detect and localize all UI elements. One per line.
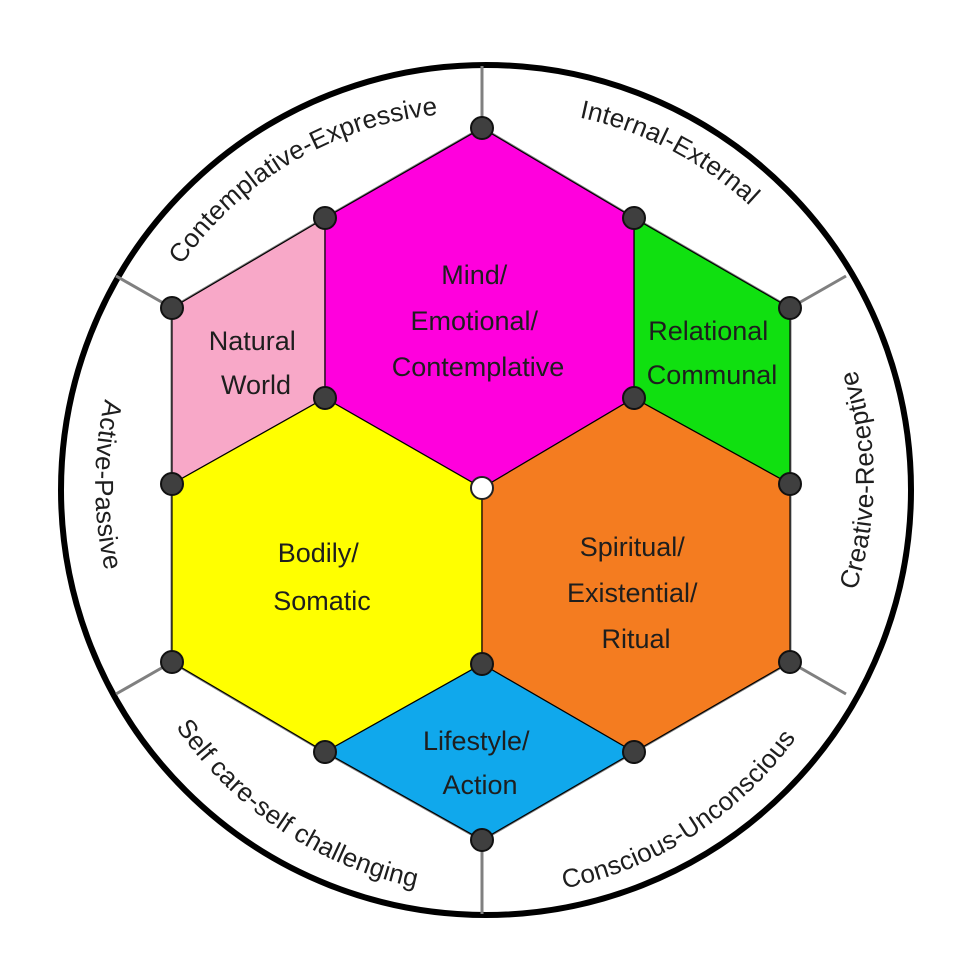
label-bodily: Bodily/ Somatic: [273, 538, 371, 616]
label-relational: Relational Communal: [647, 316, 778, 390]
node-lifestyle-right: [622, 740, 646, 764]
label-lifestyle: Lifestyle/ Action: [423, 726, 537, 800]
label-lifestyle-line-1: Lifestyle/: [423, 726, 530, 756]
label-bodily-line-2: Somatic: [273, 586, 371, 616]
node-outer-mid-right: [778, 472, 802, 496]
node-outer-lower-right: [778, 650, 802, 674]
node-lifestyle-top: [470, 652, 494, 676]
node-outer-lower-left: [160, 650, 184, 674]
label-natural-line-2: World: [221, 370, 291, 400]
node-bottom: [470, 828, 494, 852]
node-mind-upper-right: [622, 206, 646, 230]
region-labels: Mind/ Emotional/ Contemplative Relationa…: [209, 260, 778, 800]
label-natural: Natural World: [209, 326, 304, 400]
node-mind-lower-right: [622, 386, 646, 410]
node-outer-upper-left: [160, 296, 184, 320]
label-spiritual-line-1: Spiritual/: [580, 532, 686, 562]
label-natural-line-1: Natural: [209, 326, 296, 356]
vertex-nodes: [160, 116, 802, 852]
node-lifestyle-left: [313, 740, 337, 764]
label-relational-line-2: Communal: [647, 360, 778, 390]
label-mind-line-2: Emotional/: [410, 306, 538, 336]
label-bodily-line-1: Bodily/: [278, 538, 360, 568]
node-outer-upper-right: [778, 296, 802, 320]
label-spiritual-line-3: Ritual: [601, 624, 670, 654]
label-mind-line-3: Contemplative: [392, 352, 565, 382]
label-spiritual-line-2: Existential/: [567, 578, 698, 608]
node-mind-upper-left: [313, 206, 337, 230]
node-center: [470, 476, 494, 500]
node-top: [470, 116, 494, 140]
label-mind-line-1: Mind/: [441, 260, 508, 290]
label-spiritual: Spiritual/ Existential/ Ritual: [567, 532, 705, 654]
label-relational-line-1: Relational: [648, 316, 768, 346]
label-lifestyle-line-2: Action: [442, 770, 517, 800]
node-mind-lower-left: [313, 386, 337, 410]
label-mind: Mind/ Emotional/ Contemplative: [392, 260, 565, 382]
regions: [171, 127, 791, 841]
node-outer-mid-left: [160, 472, 184, 496]
